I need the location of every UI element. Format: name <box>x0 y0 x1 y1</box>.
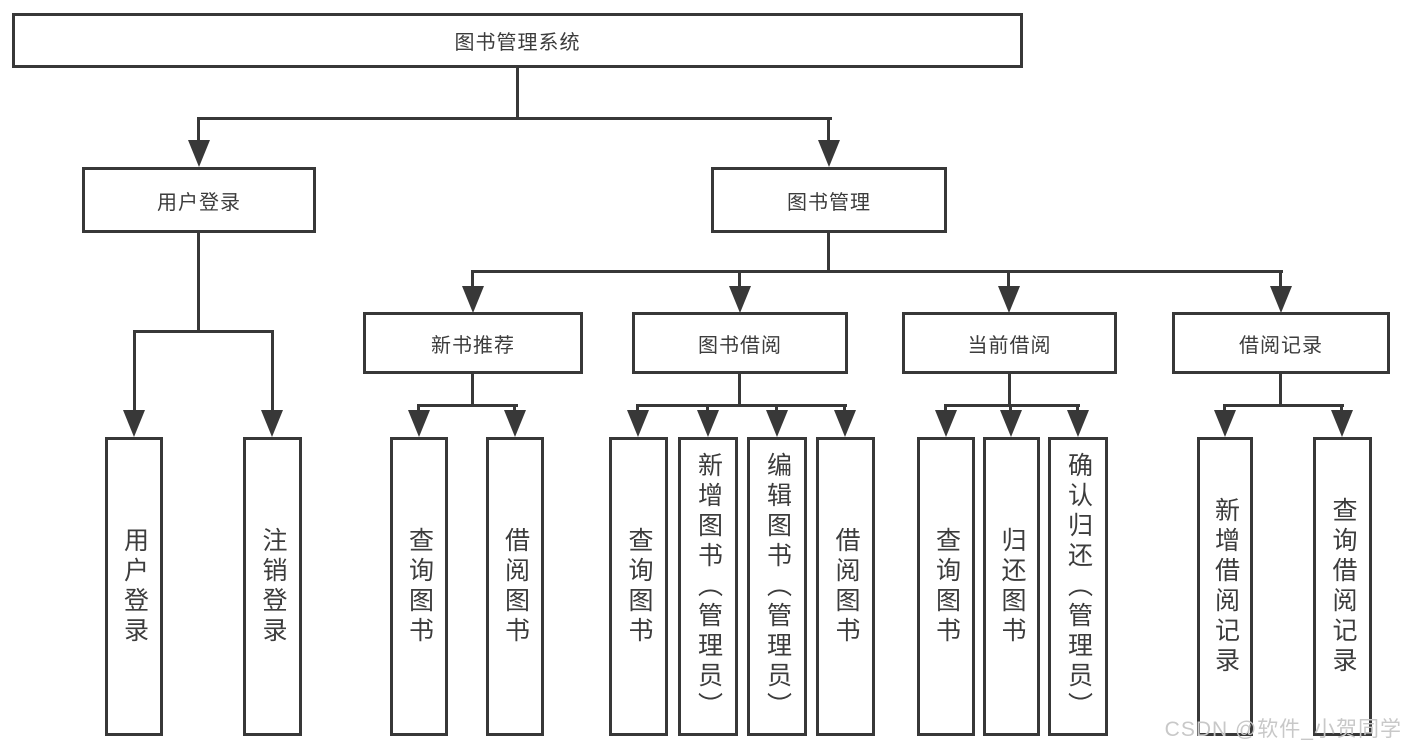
leaf-confirm-return-admin: 确认归还（管理员） <box>1048 437 1108 736</box>
arrow-down-icon <box>462 286 484 313</box>
leaf-borrow-books-recommend: 借阅图书 <box>486 437 544 736</box>
arrow-down-icon <box>935 410 957 437</box>
leaf-query-books-current-label: 查询图书 <box>932 526 961 647</box>
node-current-borrowing-label: 当前借阅 <box>967 334 1052 357</box>
node-new-book-recommendation-label: 新书推荐 <box>431 334 515 357</box>
connector-stem <box>738 270 741 288</box>
leaf-borrow-books-label: 借阅图书 <box>832 526 860 647</box>
node-user-login: 用户登录 <box>82 167 316 233</box>
leaf-user-login: 用户登录 <box>105 437 163 736</box>
arrow-down-icon <box>188 140 210 167</box>
connector-stem <box>1076 404 1079 414</box>
connector-group-horizontal <box>1223 404 1344 407</box>
connector-stem <box>1009 404 1012 414</box>
arrow-down-icon <box>729 286 751 313</box>
connector-root-horizontal <box>198 117 832 120</box>
leaf-add-borrow-record: 新增借阅记录 <box>1197 437 1253 736</box>
connector-group-vertical <box>471 374 474 407</box>
connector-root-vertical <box>516 67 519 119</box>
leaf-return-books: 归还图书 <box>983 437 1040 736</box>
node-borrowing-records-label: 借阅记录 <box>1239 334 1323 357</box>
node-user-login-label: 用户登录 <box>157 191 241 214</box>
connector-group-vertical <box>1008 374 1011 407</box>
connector-group-horizontal <box>944 404 1080 407</box>
connector-stem <box>775 404 778 414</box>
connector-group-horizontal <box>636 404 847 407</box>
arrow-down-icon <box>408 410 430 437</box>
leaf-edit-book-admin-label: 编辑图书（管理员） <box>763 451 792 722</box>
connector-stem <box>133 330 136 412</box>
connector-group-horizontal <box>418 404 518 407</box>
arrow-down-icon <box>1214 410 1236 437</box>
leaf-add-book-admin-label: 新增图书（管理员） <box>694 451 723 722</box>
node-library-system: 图书管理系统 <box>12 13 1023 68</box>
arrow-down-icon <box>1067 410 1089 437</box>
connector-stem <box>513 404 516 414</box>
arrow-down-icon <box>998 286 1020 313</box>
arrow-down-icon <box>766 410 788 437</box>
arrow-down-icon <box>1000 410 1022 437</box>
leaf-confirm-return-admin-label: 确认归还（管理员） <box>1064 451 1093 722</box>
arrow-down-icon <box>123 410 145 437</box>
arrow-down-icon <box>697 410 719 437</box>
leaf-logout-label: 注销登录 <box>259 526 287 647</box>
leaf-query-books-current: 查询图书 <box>917 437 975 736</box>
leaf-add-book-admin: 新增图书（管理员） <box>678 437 738 736</box>
node-borrowing-records: 借阅记录 <box>1172 312 1390 374</box>
connector-stem <box>471 270 474 288</box>
arrow-down-icon <box>504 410 526 437</box>
leaf-query-borrow-record-label: 查询借阅记录 <box>1329 496 1357 677</box>
arrow-down-icon <box>1270 286 1292 313</box>
connector-stem <box>827 117 830 143</box>
arrow-down-icon <box>261 410 283 437</box>
connector-stem <box>843 404 846 414</box>
leaf-query-books-borrow-label: 查询图书 <box>625 526 653 647</box>
node-book-borrowing: 图书借阅 <box>632 312 848 374</box>
leaf-query-books-recommend-label: 查询图书 <box>405 526 434 647</box>
csdn-watermark: CSDN @软件_小贺同学 <box>1164 718 1402 741</box>
node-book-management: 图书管理 <box>711 167 947 233</box>
node-current-borrowing: 当前借阅 <box>902 312 1117 374</box>
connector-bookmgmt-vertical <box>827 233 830 273</box>
connector-userlogin-horizontal <box>133 330 274 333</box>
leaf-borrow-books-recommend-label: 借阅图书 <box>501 526 530 647</box>
arrow-down-icon <box>834 410 856 437</box>
leaf-query-books-recommend: 查询图书 <box>390 437 448 736</box>
connector-stem <box>1279 270 1282 288</box>
leaf-edit-book-admin: 编辑图书（管理员） <box>747 437 807 736</box>
connector-stem <box>706 404 709 414</box>
connector-stem <box>271 330 274 412</box>
node-book-management-label: 图书管理 <box>787 191 871 214</box>
arrow-down-icon <box>818 140 840 167</box>
node-book-borrowing-label: 图书借阅 <box>698 334 782 357</box>
leaf-logout: 注销登录 <box>243 437 302 736</box>
leaf-borrow-books: 借阅图书 <box>816 437 875 736</box>
leaf-user-login-label: 用户登录 <box>120 526 149 647</box>
arrow-down-icon <box>1331 410 1353 437</box>
arrow-down-icon <box>627 410 649 437</box>
leaf-add-borrow-record-label: 新增借阅记录 <box>1211 496 1240 677</box>
connector-stem <box>417 404 420 414</box>
leaf-query-books-borrow: 查询图书 <box>609 437 668 736</box>
connector-bookmgmt-horizontal <box>471 270 1283 273</box>
connector-stem <box>197 117 200 143</box>
connector-stem <box>1340 404 1343 414</box>
connector-userlogin-vertical <box>197 233 200 333</box>
connector-group-vertical <box>1279 374 1282 407</box>
connector-stem <box>1223 404 1226 414</box>
leaf-query-borrow-record: 查询借阅记录 <box>1313 437 1372 736</box>
leaf-return-books-label: 归还图书 <box>998 526 1026 647</box>
connector-stem <box>636 404 639 414</box>
node-library-system-label: 图书管理系统 <box>454 32 581 54</box>
node-new-book-recommendation: 新书推荐 <box>363 312 583 374</box>
connector-stem <box>944 404 947 414</box>
connector-group-vertical <box>738 374 741 407</box>
connector-stem <box>1007 270 1010 288</box>
